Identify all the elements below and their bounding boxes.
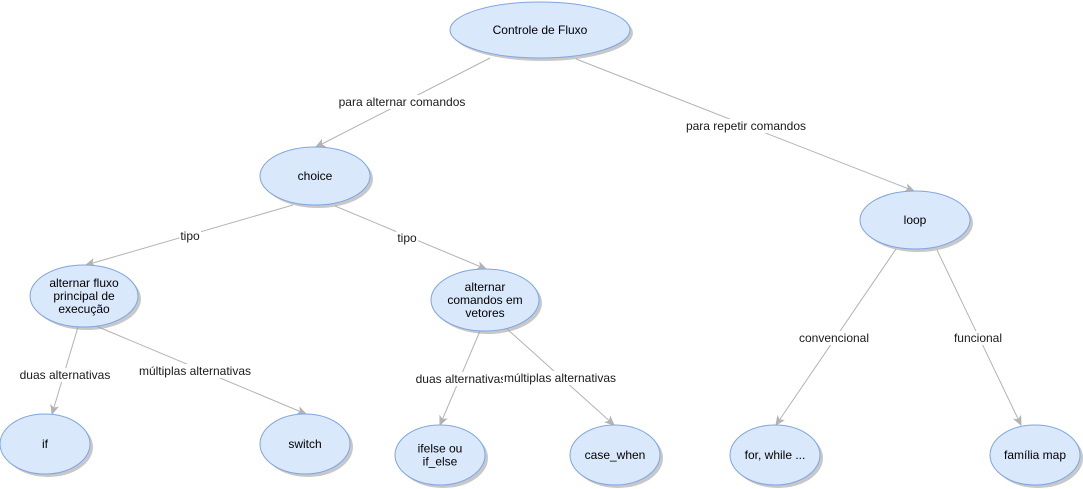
edge-alternar_comandos-to-case_when: múltiplas alternativas (502, 327, 618, 426)
edge-label-background (18, 368, 112, 382)
node-case-when[interactable]: case_when (569, 424, 663, 488)
edge-alternar_fluxo-to-if: duas alternativas (18, 326, 112, 416)
node-if[interactable]: if (0, 413, 93, 477)
node-ellipse (989, 424, 1081, 486)
edge-loop-to-for_while: convencional (775, 248, 897, 427)
node-ellipse (569, 424, 661, 486)
edge-label: duas alternativas (20, 368, 111, 382)
node-ellipse (0, 413, 91, 475)
edge-controle_de_fluxo-to-choice: para alternar comandos (314, 57, 491, 148)
edges-layer: para alternar comandos para repetir coman… (18, 57, 1022, 427)
edge-choice-to-alternar_comandos: tipo (334, 205, 488, 270)
edge-label-background (396, 231, 418, 245)
edge-label: múltiplas alternativas (139, 364, 251, 378)
node-label: switch (288, 437, 321, 451)
node-label: choice (298, 169, 333, 183)
edge-label: tipo (397, 231, 417, 245)
node-ellipse (729, 424, 821, 486)
edge-label-background (684, 119, 808, 133)
node-ellipse (449, 1, 631, 59)
edge-label-background (952, 331, 1004, 345)
node-ellipse (259, 413, 351, 475)
arrowhead-icon (314, 138, 327, 148)
edge-controle_de_fluxo-to-loop: para repetir comandos (575, 58, 916, 192)
node-choice[interactable]: choice (259, 146, 373, 208)
node-label: alternar (465, 280, 506, 294)
node-switch[interactable]: switch (259, 413, 353, 477)
node-label: família map (1004, 448, 1066, 462)
node-loop[interactable]: loop (859, 190, 973, 252)
node-ellipse (29, 264, 139, 328)
edge-label-background (137, 364, 253, 378)
node-label: for, while ... (745, 448, 806, 462)
edge-label: tipo (180, 229, 200, 243)
edge-label-background (414, 372, 508, 386)
edge-label: para alternar comandos (339, 95, 466, 109)
node-label: comandos em (447, 293, 522, 307)
arrowhead-icon (50, 403, 60, 416)
edge-alternar_fluxo-to-switch: múltiplas alternativas (95, 325, 308, 415)
node-label: case_when (585, 448, 646, 462)
edge-alternar_comandos-to-ifelse: duas alternativas (414, 330, 508, 427)
edge-label-background (179, 229, 201, 243)
node-label: execução (58, 302, 110, 316)
edge-loop-to-familia_map: funcional (936, 249, 1022, 427)
node-ellipse (259, 146, 371, 206)
edge-label: duas alternativas (416, 372, 507, 386)
edge-label: funcional (954, 331, 1002, 345)
arrowhead-icon (604, 415, 615, 426)
edge-label-background (502, 371, 618, 385)
edge-choice-to-alternar_fluxo: tipo (84, 204, 294, 267)
edge-label: convencional (799, 331, 869, 345)
node-label: vetores (465, 306, 504, 320)
edge-label: para repetir comandos (686, 119, 806, 133)
node-label: loop (904, 213, 927, 227)
arrowhead-icon (775, 414, 785, 427)
node-label: ifelse ou (418, 442, 463, 456)
node-label: if (42, 437, 49, 451)
node-label: principal de (53, 289, 115, 303)
node-ellipse (859, 190, 971, 250)
node-ellipse (394, 424, 486, 486)
node-ellipse (430, 268, 540, 332)
node-controle-de-fluxo[interactable]: Controle de Fluxo (449, 1, 633, 61)
node-familia-map[interactable]: família map (989, 424, 1083, 488)
node-label: Controle de Fluxo (493, 23, 588, 37)
node-for-while[interactable]: for, while ... (729, 424, 823, 488)
edge-label-background (797, 331, 871, 345)
node-label: if_else (423, 455, 458, 469)
arrowhead-icon (439, 414, 448, 427)
arrowhead-icon (1012, 414, 1022, 427)
edge-label-background (337, 95, 467, 109)
edge-label: múltiplas alternativas (504, 371, 616, 385)
node-label: alternar fluxo (49, 276, 119, 290)
